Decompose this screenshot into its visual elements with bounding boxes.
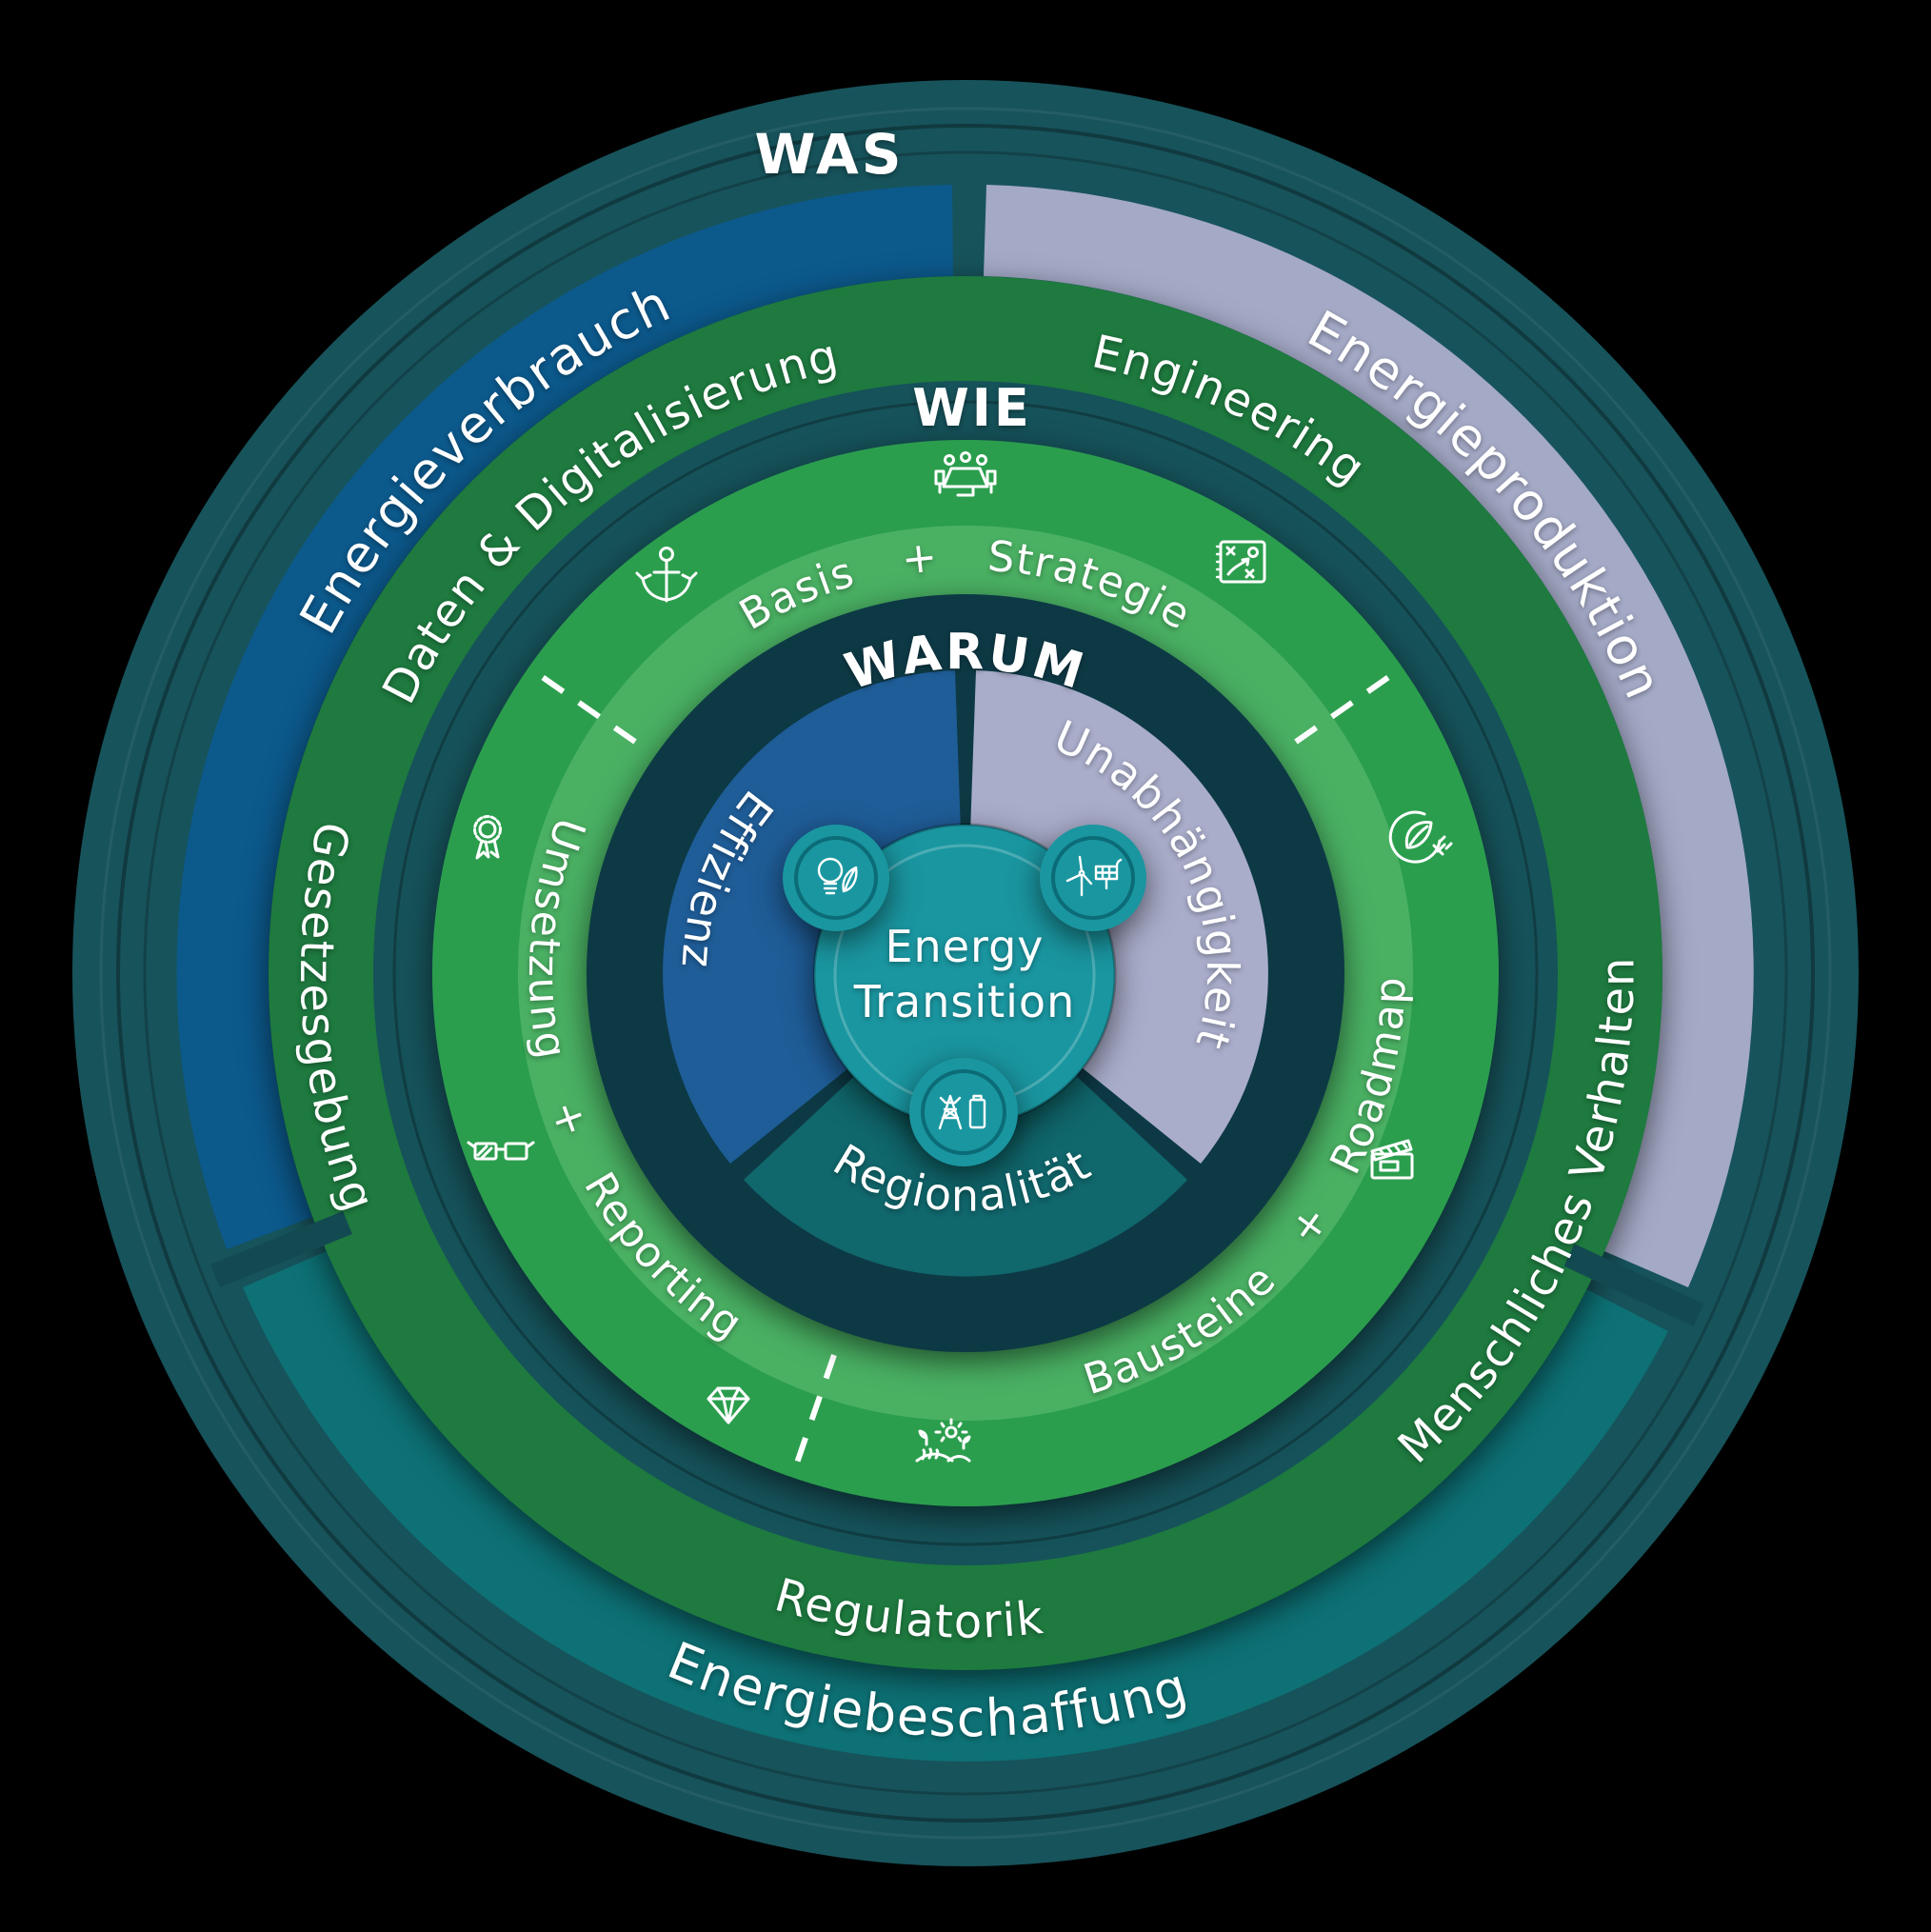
- bubble-regionality: [909, 1058, 1018, 1166]
- wind-solar-icon: [1065, 855, 1123, 897]
- bubble-ring: [921, 1069, 1006, 1155]
- bubble-efficiency: [783, 825, 889, 931]
- clapperboard-icon: [1370, 1139, 1414, 1180]
- segment-energieverbrauch: [176, 185, 953, 1249]
- diamond-icon: [707, 1386, 750, 1424]
- center-title-line2: Transition: [853, 976, 1075, 1027]
- wie-divider-top-left: [529, 667, 637, 745]
- outer-rim-line-2: [143, 150, 1788, 1796]
- wie-dividers: [529, 667, 1402, 1475]
- segment-divider-notch-left: [210, 1210, 352, 1288]
- segment-energieproduktion: [984, 185, 1754, 1287]
- lightbulb-leaf-icon: [817, 857, 858, 895]
- wie-ring-icons: [467, 451, 1453, 1463]
- award-icon: [473, 815, 502, 860]
- center-title-line1: Energy: [885, 921, 1044, 972]
- 3d-glasses-icon: [467, 1141, 535, 1161]
- wie-title: WIE: [912, 378, 1032, 438]
- center-hub: Energy Transition: [783, 823, 1146, 1166]
- meeting-icon: [934, 451, 997, 497]
- center-circle: [814, 825, 1115, 1125]
- bubble-independence: [1040, 825, 1146, 931]
- bubble-outer: [783, 825, 889, 931]
- anchor-icon: [635, 547, 698, 603]
- bubble-ring: [1051, 836, 1135, 920]
- strategy-board-icon: [1215, 540, 1266, 584]
- agriculture-icon: [915, 1418, 971, 1463]
- wie-divider-top-right: [1294, 667, 1402, 745]
- was-title: WAS: [754, 122, 904, 187]
- wie-divider-bottom: [790, 1354, 837, 1475]
- segment-energiebeschaffung: [243, 1251, 1668, 1762]
- bubble-outer: [1040, 825, 1146, 931]
- pylon-battery-icon: [938, 1094, 986, 1130]
- bubble-ring: [794, 836, 878, 920]
- outer-rim-line: [116, 124, 1815, 1822]
- eco-plug-icon: [1388, 810, 1453, 864]
- wie-band-line: [392, 400, 1539, 1546]
- bubble-outer: [909, 1058, 1018, 1166]
- segment-divider-notch-right: [1563, 1244, 1704, 1326]
- outer-rim-highlight: [99, 107, 1832, 1840]
